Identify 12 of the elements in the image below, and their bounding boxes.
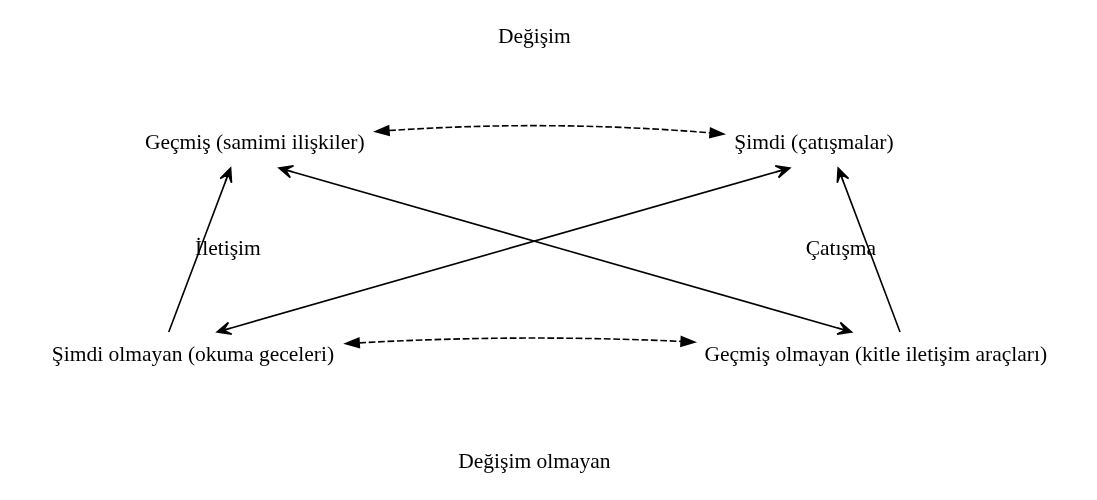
- node-text: Şimdi (çatışmalar): [734, 129, 894, 154]
- label: Değişim: [497, 23, 571, 48]
- node-text: Geçmiş olmayan (kitle iletişim araçları): [704, 342, 1048, 367]
- arrow: [167, 167, 233, 333]
- arrow: [216, 165, 791, 335]
- label: Değişim olmayan: [458, 448, 611, 473]
- arrow: [836, 167, 901, 333]
- node-text: Şimdi olmayan (okuma geceleri): [51, 342, 335, 367]
- arrow: [373, 124, 727, 139]
- node-text: Geçmiş (samimi ilişkiler): [144, 129, 365, 154]
- arrow: [278, 165, 853, 335]
- arrow: [343, 335, 698, 349]
